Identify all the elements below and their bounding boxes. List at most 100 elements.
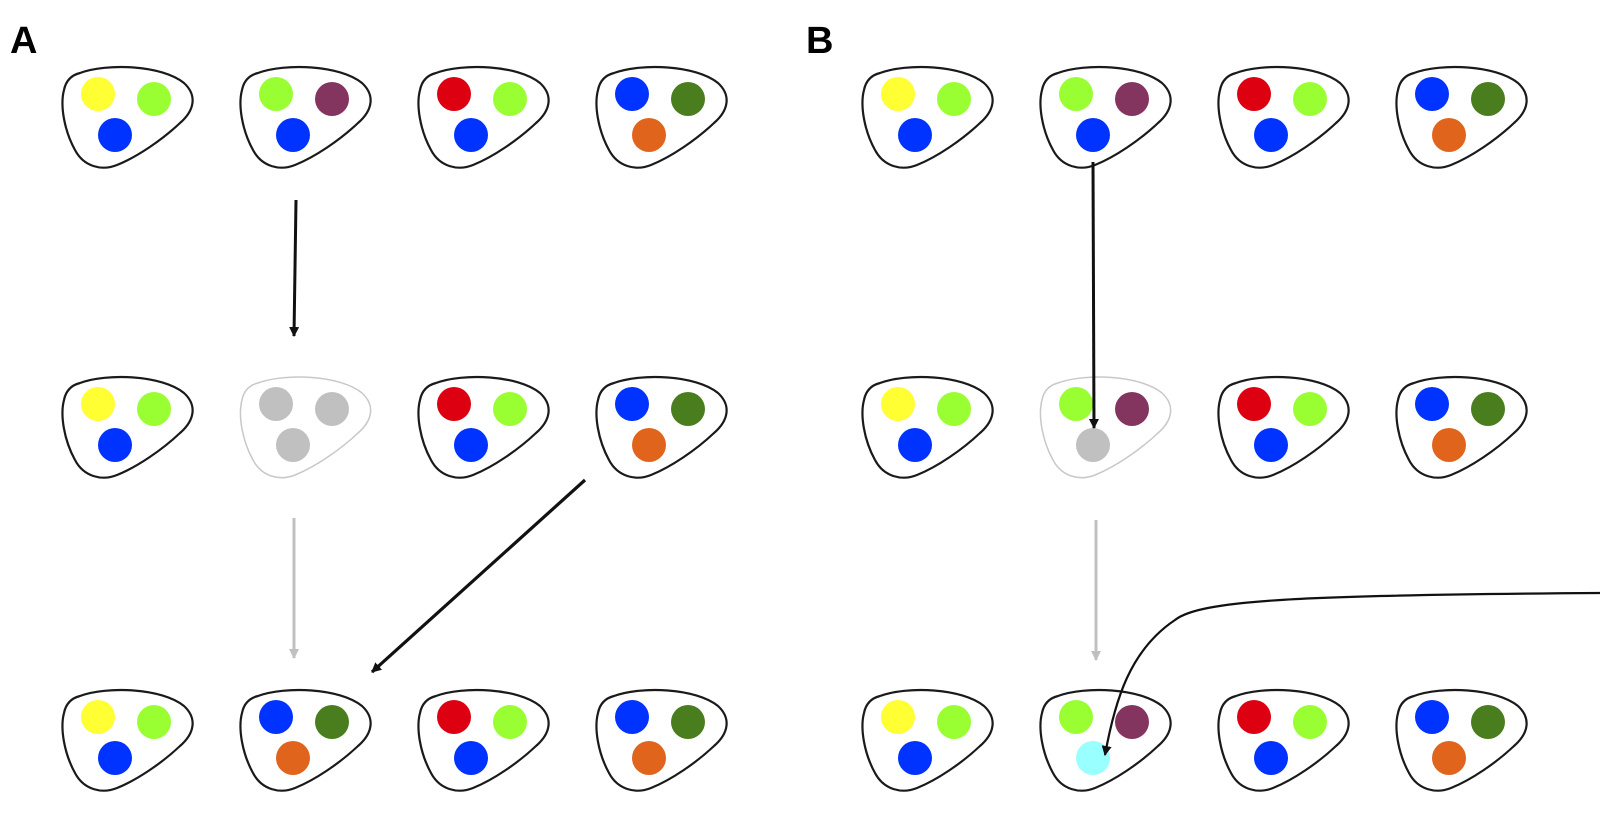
cell-outline — [417, 688, 550, 792]
dot-blue — [98, 428, 132, 462]
dot-blue — [454, 741, 488, 775]
dot-lime — [1293, 705, 1327, 739]
dot-purple — [1115, 392, 1149, 426]
dot-red — [1237, 77, 1271, 111]
cell-a-r1-c4 — [595, 65, 728, 169]
cell-outline — [1395, 375, 1528, 479]
cell-b-r2-c4 — [1395, 375, 1528, 479]
dot-orange — [1432, 741, 1466, 775]
cell-outline — [61, 375, 194, 479]
panel-label-b: B — [806, 20, 834, 62]
arrow-b-curve — [1101, 591, 1600, 756]
dot-blue — [898, 118, 932, 152]
dot-blue — [454, 428, 488, 462]
cell-a-r2-c1 — [61, 375, 194, 479]
dot-lime — [1293, 82, 1327, 116]
dot-darkgreen — [1471, 392, 1505, 426]
dot-gray — [1076, 428, 1110, 462]
dot-orange — [276, 741, 310, 775]
dot-blue — [898, 741, 932, 775]
dot-yellow — [81, 387, 115, 421]
dot-orange — [1432, 428, 1466, 462]
cell-b-r2-c1 — [861, 375, 994, 479]
dot-lime — [493, 392, 527, 426]
cell-outline — [239, 688, 372, 792]
cell-outline — [417, 375, 550, 479]
dot-darkgreen — [671, 82, 705, 116]
dot-orange — [632, 118, 666, 152]
dot-blue — [615, 700, 649, 734]
dot-blue — [615, 387, 649, 421]
cell-b-r3-c4 — [1395, 688, 1528, 792]
cell-a-r1-c3 — [417, 65, 550, 169]
cell-outline — [1217, 688, 1350, 792]
dot-lime — [137, 705, 171, 739]
dot-lime — [937, 705, 971, 739]
dot-lime — [137, 392, 171, 426]
dot-blue — [259, 700, 293, 734]
dot-yellow — [81, 77, 115, 111]
dot-lime — [493, 82, 527, 116]
dot-blue — [98, 741, 132, 775]
dot-blue — [98, 118, 132, 152]
dot-red — [1237, 387, 1271, 421]
cell-a-r3-c2 — [239, 688, 372, 792]
cell-outline — [417, 65, 550, 169]
dot-blue — [1254, 741, 1288, 775]
dot-purple — [1115, 705, 1149, 739]
cell-a-r3-c1 — [61, 688, 194, 792]
dot-red — [1237, 700, 1271, 734]
cell-outline — [861, 688, 994, 792]
cell-b-r3-c2 — [1039, 688, 1172, 792]
cell-b-r1-c3 — [1217, 65, 1350, 169]
cell-outline — [1395, 65, 1528, 169]
dot-blue — [1415, 77, 1449, 111]
cell-outline — [61, 688, 194, 792]
dot-darkgreen — [1471, 705, 1505, 739]
cell-b-r1-c1 — [861, 65, 994, 169]
cell-outline — [239, 376, 372, 479]
dot-lime — [1059, 387, 1093, 421]
cell-b-r3-c3 — [1217, 688, 1350, 792]
dot-lime — [937, 82, 971, 116]
dot-orange — [632, 428, 666, 462]
cell-b-r2-c2 — [1039, 376, 1172, 479]
dot-darkgreen — [671, 392, 705, 426]
cell-b-r2-c3 — [1217, 375, 1350, 479]
cell-b-r1-c4 — [1395, 65, 1528, 169]
dot-darkgreen — [1471, 82, 1505, 116]
dot-blue — [615, 77, 649, 111]
cell-outline — [1395, 688, 1528, 792]
dot-purple — [1115, 82, 1149, 116]
dot-yellow — [881, 77, 915, 111]
cell-outline — [1039, 688, 1172, 792]
cell-outline — [861, 65, 994, 169]
dot-gray — [259, 387, 293, 421]
cell-a-r3-c4 — [595, 688, 728, 792]
arrow-b-black-down — [1088, 161, 1099, 429]
dot-lime — [493, 705, 527, 739]
dot-blue — [454, 118, 488, 152]
dot-darkgreen — [671, 705, 705, 739]
cell-outline — [61, 65, 194, 169]
dot-blue — [1076, 118, 1110, 152]
dot-blue — [1415, 700, 1449, 734]
dot-lime — [259, 77, 293, 111]
dot-gray — [315, 392, 349, 426]
cell-a-r1-c1 — [61, 65, 194, 169]
cell-outline — [1039, 65, 1172, 169]
dot-lime — [937, 392, 971, 426]
cell-b-r3-c1 — [861, 688, 994, 792]
cell-a-r2-c4 — [595, 375, 728, 479]
dot-darkgreen — [315, 705, 349, 739]
dot-yellow — [881, 700, 915, 734]
dot-blue — [1415, 387, 1449, 421]
dot-blue — [898, 428, 932, 462]
dot-red — [437, 700, 471, 734]
dot-yellow — [881, 387, 915, 421]
dot-gray — [276, 428, 310, 462]
cell-a-r1-c2 — [239, 65, 372, 169]
panel-label-a: A — [10, 20, 38, 62]
dot-blue — [1254, 428, 1288, 462]
